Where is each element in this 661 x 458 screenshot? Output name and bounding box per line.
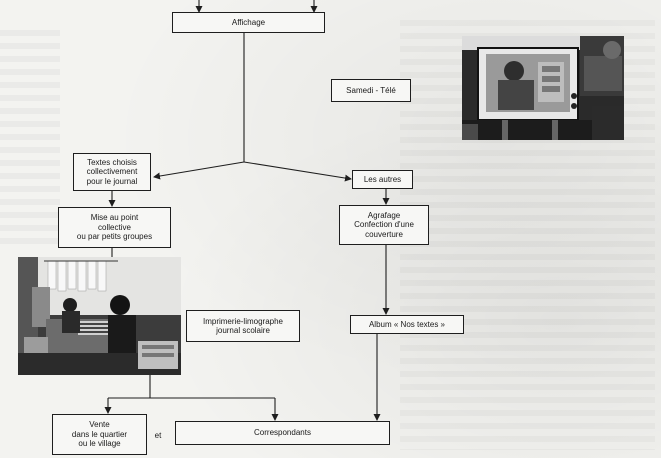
agrafage-label: Agrafage Confection d'une couverture xyxy=(354,210,414,239)
textes-choisis-box: Textes choisis collectivement pour le jo… xyxy=(73,153,151,191)
classroom-photo-drawing xyxy=(18,257,181,375)
television-photo xyxy=(462,36,624,140)
imprimerie-label: Imprimerie-limographe journal scolaire xyxy=(202,316,284,336)
background-texture-left xyxy=(0,30,60,250)
arrow-to-textes-choisis xyxy=(153,161,245,180)
les-autres-box: Les autres xyxy=(352,170,413,189)
samedi-tele-box: Samedi - Télé xyxy=(331,79,411,102)
textes-choisis-label: Textes choisis collectivement pour le jo… xyxy=(86,157,138,186)
vente-label: Vente dans le quartier ou le village xyxy=(71,420,128,449)
imprimerie-box: Imprimerie-limographe journal scolaire xyxy=(186,310,300,342)
les-autres-label: Les autres xyxy=(363,174,402,184)
samedi-tele-label: Samedi - Télé xyxy=(346,85,396,95)
album-label: Album « Nos textes » xyxy=(368,319,446,329)
vente-box: Vente dans le quartier ou le village xyxy=(52,414,147,455)
correspondants-label: Correspondants xyxy=(254,428,311,438)
album-box: Album « Nos textes » xyxy=(350,315,464,334)
et-label: et xyxy=(154,431,162,440)
arrow-to-les-autres xyxy=(243,161,352,182)
mise-au-point-box: Mise au point collective ou par petits g… xyxy=(58,207,171,248)
affichage-label: Affichage xyxy=(231,17,266,27)
television-photo-drawing xyxy=(462,36,624,140)
mise-au-point-label: Mise au point collective ou par petits g… xyxy=(76,213,153,242)
classroom-photo xyxy=(18,257,181,375)
agrafage-box: Agrafage Confection d'une couverture xyxy=(339,205,429,245)
correspondants-box: Correspondants xyxy=(175,421,390,445)
affichage-box: Affichage xyxy=(172,12,325,33)
